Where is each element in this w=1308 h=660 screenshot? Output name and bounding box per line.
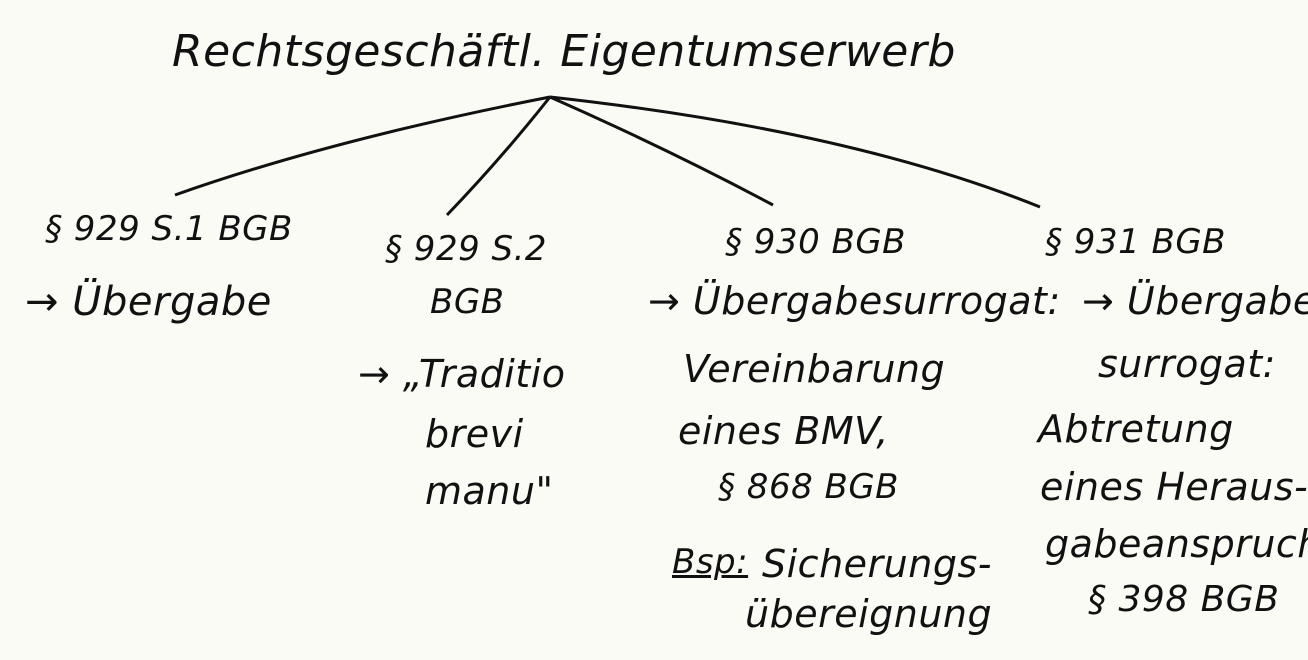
branch-heading: § 930 BGB xyxy=(725,222,907,262)
branch-heading: § 929 S.1 BGB xyxy=(45,209,293,249)
connector-929-s1 xyxy=(174,95,551,197)
branch-line: § 868 BGB xyxy=(718,467,900,507)
connector-931 xyxy=(549,95,1041,209)
branch-heading-2: BGB xyxy=(430,282,505,322)
branch-line: eines BMV, xyxy=(678,409,889,453)
branch-line: → „Traditio xyxy=(358,352,566,396)
branch-line: Vereinbarung xyxy=(683,347,946,391)
branch-line: Abtretung xyxy=(1038,407,1234,451)
example-line: übereignung xyxy=(745,592,993,636)
branch-line: → Übergabe- xyxy=(1082,279,1308,323)
branch-line: eines Heraus- xyxy=(1040,465,1308,509)
branch-line: gabeanspruch xyxy=(1045,522,1308,566)
branch-line: manu" xyxy=(425,469,554,513)
diagram-title: Rechtsgeschäftl. Eigentumserwerb xyxy=(172,26,956,77)
branch-line: surrogat: xyxy=(1098,342,1276,386)
branch-line: § 398 BGB xyxy=(1088,579,1280,620)
branch-line: → Übergabesurrogat: xyxy=(648,279,1061,323)
example-line: Sicherungs- xyxy=(762,542,992,586)
example-label: Bsp: xyxy=(672,542,749,582)
branch-line: brevi xyxy=(425,412,524,456)
branch-line: → Übergabe xyxy=(25,279,272,325)
branch-heading: § 929 S.2 xyxy=(385,229,548,269)
connector-930 xyxy=(549,95,774,207)
branch-heading: § 931 BGB xyxy=(1045,222,1227,262)
connector-929-s2 xyxy=(445,96,552,217)
